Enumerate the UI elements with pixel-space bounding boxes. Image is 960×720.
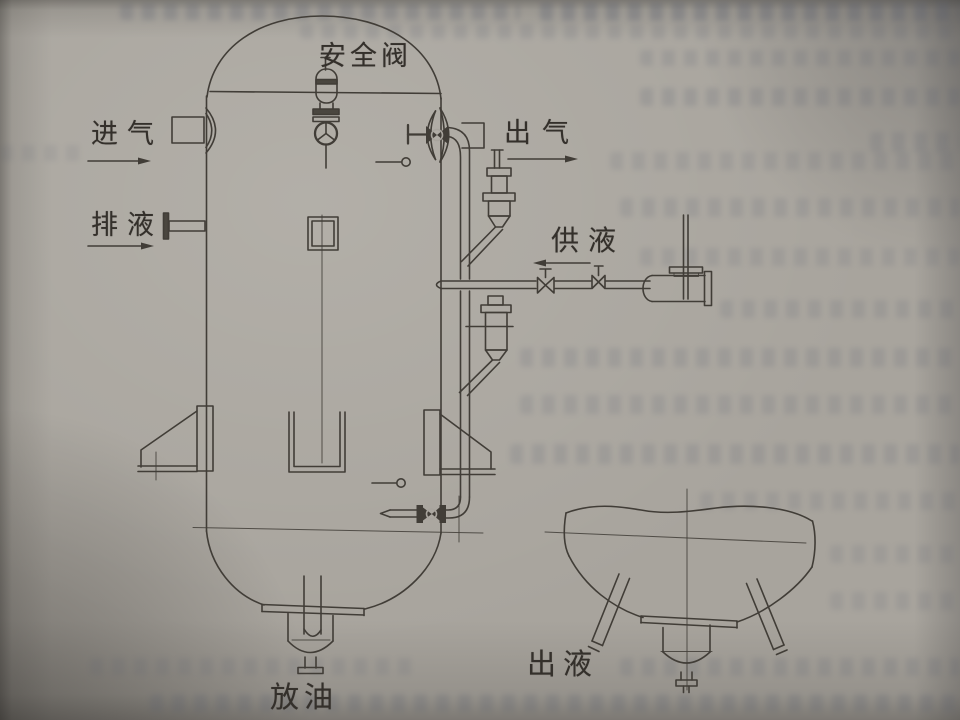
float-assembly [288, 214, 346, 473]
label-oil-drain: 放油 [270, 680, 339, 714]
bottom-valve [379, 495, 460, 543]
label-liquid-drain: 排液 [91, 210, 163, 241]
lower-fitting [458, 295, 514, 397]
liquid-drain-nozzle [162, 212, 206, 240]
label-liquid-supply: 供液 [551, 224, 626, 257]
flow-arrows [87, 155, 591, 267]
liquid-supply-line [435, 214, 713, 307]
instrument-taps [371, 157, 411, 488]
vessel-shell [192, 15, 484, 617]
bottom-head-detail-view [544, 488, 816, 694]
gas-inlet-nozzle [171, 107, 217, 154]
gas-outlet-fitting [460, 149, 516, 267]
label-safety-valve: 安全阀 [319, 41, 412, 72]
support-brackets [137, 405, 496, 481]
label-gas-outlet: 出气 [504, 118, 580, 149]
safety-valve-device [312, 56, 340, 169]
label-liquid-outlet: 出液 [527, 647, 600, 681]
oil-sump [287, 575, 334, 675]
label-gas-inlet: 进气 [91, 119, 163, 150]
top-valve-and-downpipe [406, 107, 485, 519]
